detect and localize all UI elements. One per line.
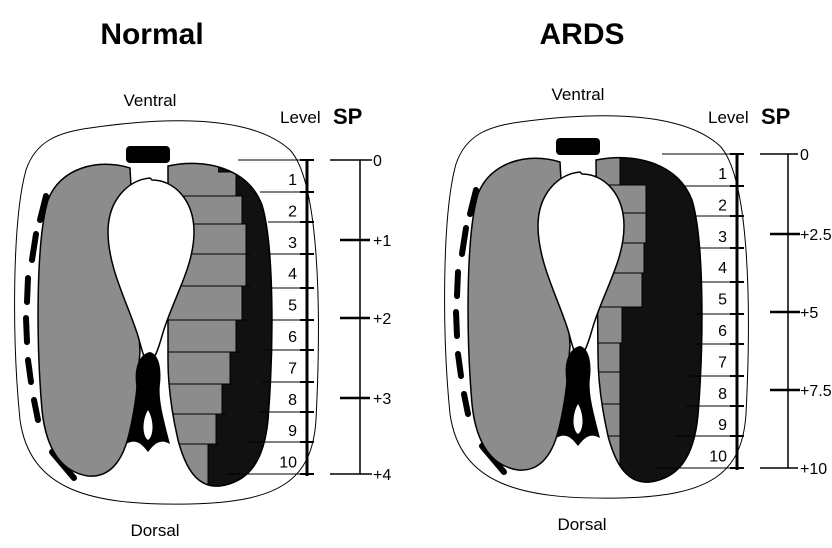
dorsal-label: Dorsal (557, 515, 606, 534)
level-number: 3 (288, 235, 297, 252)
sp-value: +2 (373, 311, 391, 328)
sp-scale (330, 160, 372, 474)
level-numbers: 1 2 3 4 5 6 7 8 9 10 (279, 172, 297, 472)
level-number: 4 (288, 266, 297, 283)
sp-value: +7.5 (800, 383, 832, 400)
level-number: 6 (288, 329, 297, 346)
sp-value: +1 (373, 233, 391, 250)
level-number: 7 (288, 360, 297, 377)
sternum (126, 146, 170, 163)
panel-normal: Normal Ventral Dorsal Level SP (15, 18, 392, 540)
sp-header: SP (333, 104, 362, 129)
sp-value: +10 (800, 461, 827, 478)
level-scale (300, 160, 314, 476)
dorsal-label: Dorsal (130, 521, 179, 540)
sp-scale (760, 154, 800, 468)
level-number: 5 (718, 292, 727, 309)
sp-value: +3 (373, 391, 391, 408)
level-number: 5 (288, 298, 297, 315)
level-number: 10 (279, 455, 297, 472)
level-header: Level (280, 108, 321, 127)
level-number: 10 (709, 449, 727, 466)
level-number: 6 (718, 323, 727, 340)
level-number: 8 (718, 386, 727, 403)
sp-header: SP (761, 104, 790, 129)
level-number: 9 (718, 417, 727, 434)
level-number: 2 (288, 203, 297, 220)
sp-value: 0 (800, 147, 809, 164)
panel-title: ARDS (539, 18, 624, 51)
level-scale (730, 154, 744, 470)
sp-values: 0 +1 +2 +3 +4 (373, 153, 391, 484)
level-header: Level (708, 108, 749, 127)
level-number: 1 (288, 172, 297, 189)
sternum (556, 138, 600, 155)
sp-value: +2.5 (800, 227, 832, 244)
sp-value: +4 (373, 467, 391, 484)
ventral-label: Ventral (552, 85, 605, 104)
level-number: 8 (288, 392, 297, 409)
panel-title: Normal (100, 18, 203, 51)
level-number: 1 (718, 166, 727, 183)
sp-values: 0 +2.5 +5 +7.5 +10 (800, 147, 832, 478)
level-number: 2 (718, 197, 727, 214)
level-number: 4 (718, 260, 727, 277)
level-number: 3 (718, 229, 727, 246)
sp-value: 0 (373, 153, 382, 170)
sp-value: +5 (800, 305, 818, 322)
level-number: 9 (288, 423, 297, 440)
level-numbers: 1 2 3 4 5 6 7 8 9 10 (709, 166, 727, 466)
level-number: 7 (718, 354, 727, 371)
panel-ards: ARDS Ventral Dorsal Level SP (445, 18, 832, 534)
ventral-label: Ventral (124, 91, 177, 110)
